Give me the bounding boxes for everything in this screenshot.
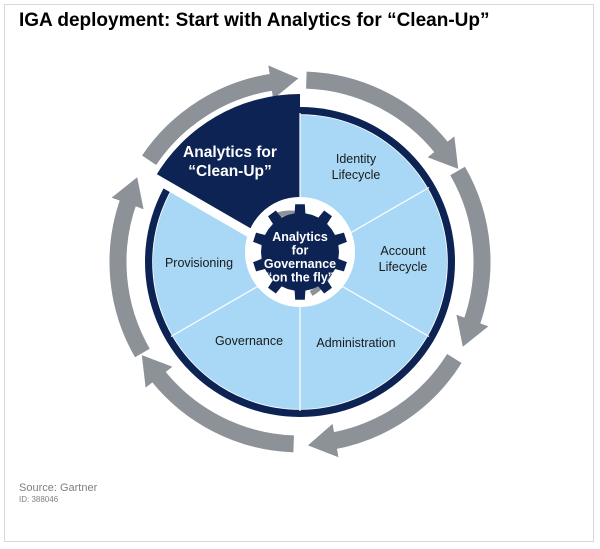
- source-note: Source: Gartner: [19, 482, 98, 494]
- label-line: “Clean-Up”: [188, 163, 272, 180]
- figure-id: ID: 388046: [19, 495, 59, 504]
- page-title: IGA deployment: Start with Analytics for…: [19, 10, 490, 31]
- cycle-arrow: [141, 355, 295, 453]
- cycle-arrow: [305, 71, 459, 169]
- cycle-arrow: [450, 166, 491, 347]
- label-administration: Administration: [316, 336, 395, 350]
- outer-cycle-arrows: [109, 65, 491, 458]
- cycle-arrow: [142, 65, 299, 166]
- cycle-arrow: [307, 353, 462, 458]
- label-line: Governance: [215, 334, 283, 348]
- label-line: Lifecycle: [332, 168, 381, 182]
- hub-gear: [253, 204, 347, 300]
- label-line: Analytics for: [183, 144, 277, 161]
- segment-administration: [300, 262, 428, 409]
- hub-label-line: Governance: [264, 257, 336, 271]
- segment-governance: [172, 262, 300, 409]
- cycle-arrow: [109, 177, 150, 358]
- label-line: Lifecycle: [379, 260, 428, 274]
- hub-label-line: for: [292, 244, 309, 258]
- hub-label-line: Analytics: [272, 230, 328, 244]
- segment-account-lifecycle: [300, 188, 448, 336]
- label-provisioning: Provisioning: [165, 256, 233, 270]
- label-governance: Governance: [215, 334, 283, 348]
- label-line: Provisioning: [165, 256, 233, 270]
- label-line: Account: [380, 244, 426, 258]
- label-line: Identity: [336, 152, 377, 166]
- segment-provisioning: [152, 188, 300, 336]
- label-line: Administration: [316, 336, 395, 350]
- label-analytics-cleanup: Analytics for “Clean-Up”: [183, 144, 277, 180]
- hub-label-line: “on the fly”: [266, 271, 334, 285]
